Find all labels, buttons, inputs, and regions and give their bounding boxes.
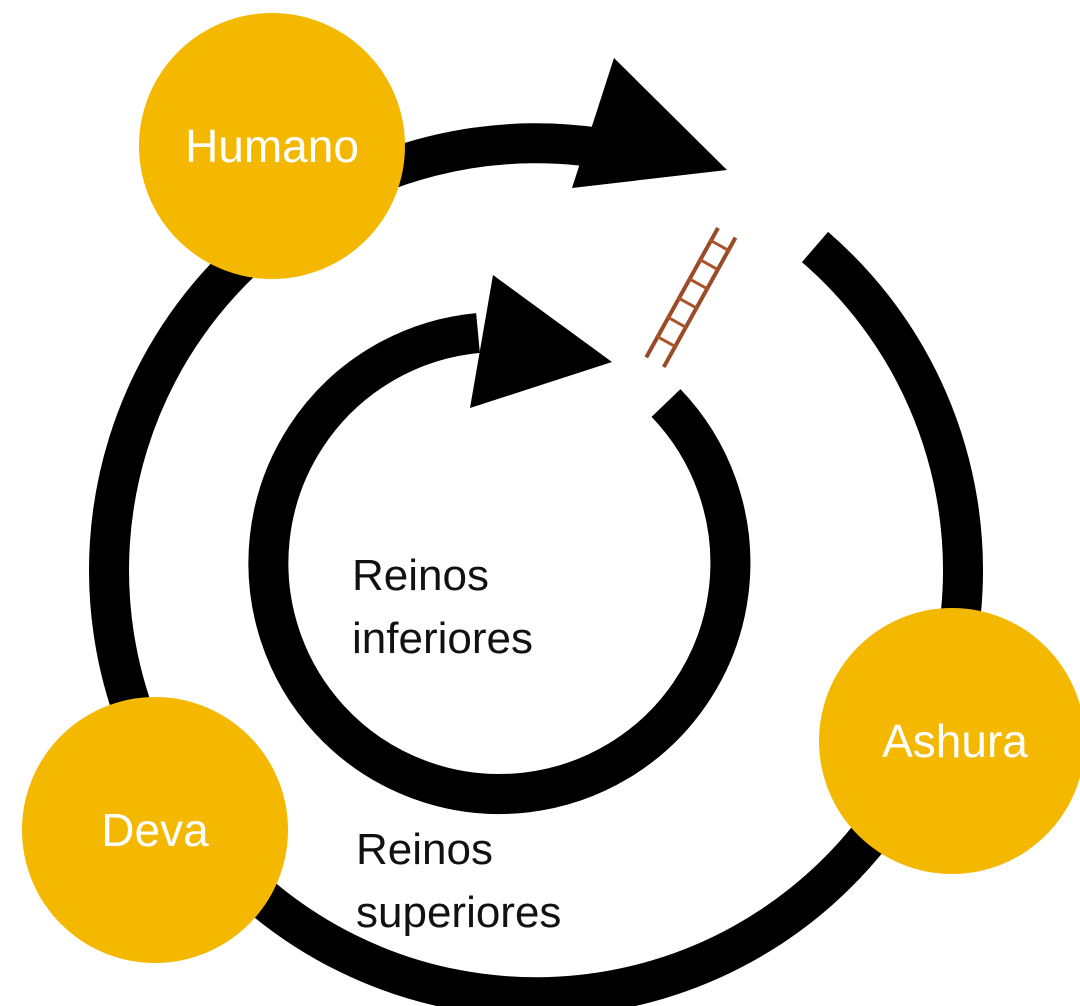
node-ashura: Ashura (819, 608, 1080, 874)
node-deva: Deva (22, 697, 288, 963)
outer-realm-label-line1: Reinos (356, 825, 493, 874)
outer-cycle-arrow (572, 58, 727, 188)
node-ashura-label: Ashura (882, 715, 1028, 767)
node-deva-label: Deva (101, 804, 209, 856)
node-humano: Humano (139, 13, 405, 279)
inner-cycle-ring (248, 313, 751, 815)
ladder-icon (644, 226, 738, 369)
inner-realm-label-line2: inferiores (352, 614, 533, 663)
inner-cycle-arrow (470, 275, 612, 408)
inner-realm-label-line1: Reinos (352, 551, 489, 600)
outer-realm-label-line2: superiores (356, 888, 561, 937)
node-humano-label: Humano (185, 120, 359, 172)
